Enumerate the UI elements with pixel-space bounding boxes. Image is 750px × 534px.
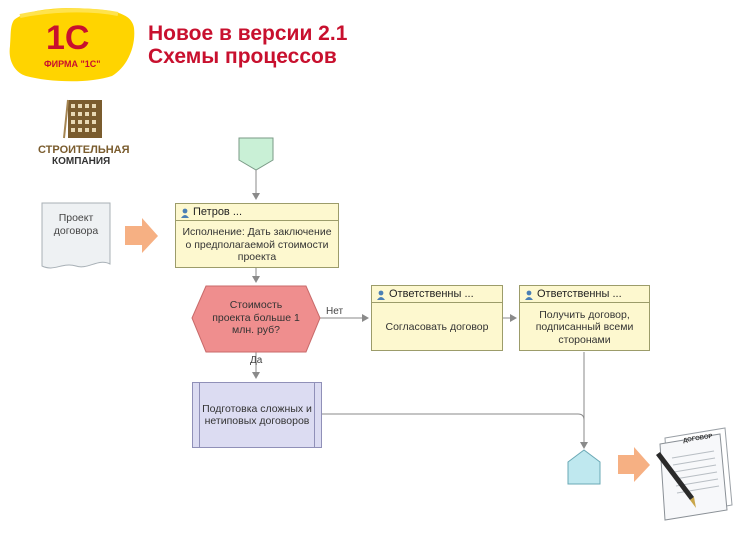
subprocess-box[interactable]: Подготовка сложных и нетиповых договоров	[192, 382, 322, 448]
logo-1c-text: 1С	[46, 19, 90, 57]
task-assignee: Ответственны ...	[537, 288, 622, 300]
subprocess-left-bar	[199, 383, 200, 447]
task-description: Получить договор, подписанный всеми стор…	[535, 308, 634, 346]
input-arrow-icon	[125, 218, 158, 253]
logo-1c-caption: ФИРМА "1С"	[44, 59, 101, 69]
connector-subprocess-end	[322, 413, 585, 421]
contract-document-icon	[656, 427, 733, 521]
user-icon	[524, 289, 534, 300]
page-title-line2: Схемы процессов	[148, 45, 337, 68]
input-document-shape	[41, 202, 111, 269]
input-document-label: Проект договора	[53, 212, 99, 237]
task-assignee: Петров ...	[193, 206, 243, 218]
output-arrow-icon	[618, 447, 650, 482]
logo-1c: 1С ФИРМА "1С"	[8, 6, 136, 84]
task-assignee-header[interactable]: Ответственны ...	[372, 286, 502, 303]
page-title-line1: Новое в версии 2.1	[148, 22, 348, 45]
subprocess-text: Подготовка сложных и нетиповых договоров	[202, 402, 312, 428]
condition-no-label: Нет	[326, 306, 344, 317]
user-icon	[376, 289, 386, 300]
task-description: Исполнение: Дать заключение о предполага…	[182, 226, 332, 264]
task-assignee-header[interactable]: Ответственны ...	[520, 286, 649, 303]
condition-shape	[191, 285, 321, 353]
company-logo-line2: КОМПАНИЯ	[52, 156, 111, 167]
end-point-icon	[567, 449, 601, 485]
logo-1c-brush-icon	[9, 8, 135, 82]
task-box-estimate[interactable]: Петров ... Исполнение: Дать заключение о…	[175, 203, 339, 268]
start-point-icon	[238, 137, 274, 171]
condition-text[interactable]: Стоимость проекта больше 1 млн. руб?	[212, 299, 300, 337]
company-logo: СТРОИТЕЛЬНАЯ КОМПАНИЯ	[38, 98, 132, 168]
condition-yes-label: Да	[250, 355, 263, 366]
task-box-approve[interactable]: Ответственны ... Согласовать договор	[371, 285, 503, 351]
company-logo-line1: СТРОИТЕЛЬНАЯ	[38, 144, 130, 156]
task-description: Согласовать договор	[385, 321, 489, 334]
task-assignee: Ответственны ...	[389, 288, 474, 300]
user-icon	[180, 207, 190, 218]
task-assignee-header[interactable]: Петров ...	[176, 204, 338, 221]
building-icon	[63, 99, 102, 139]
task-box-receive[interactable]: Ответственны ... Получить договор, подпи…	[519, 285, 650, 351]
subprocess-right-bar	[314, 383, 315, 447]
